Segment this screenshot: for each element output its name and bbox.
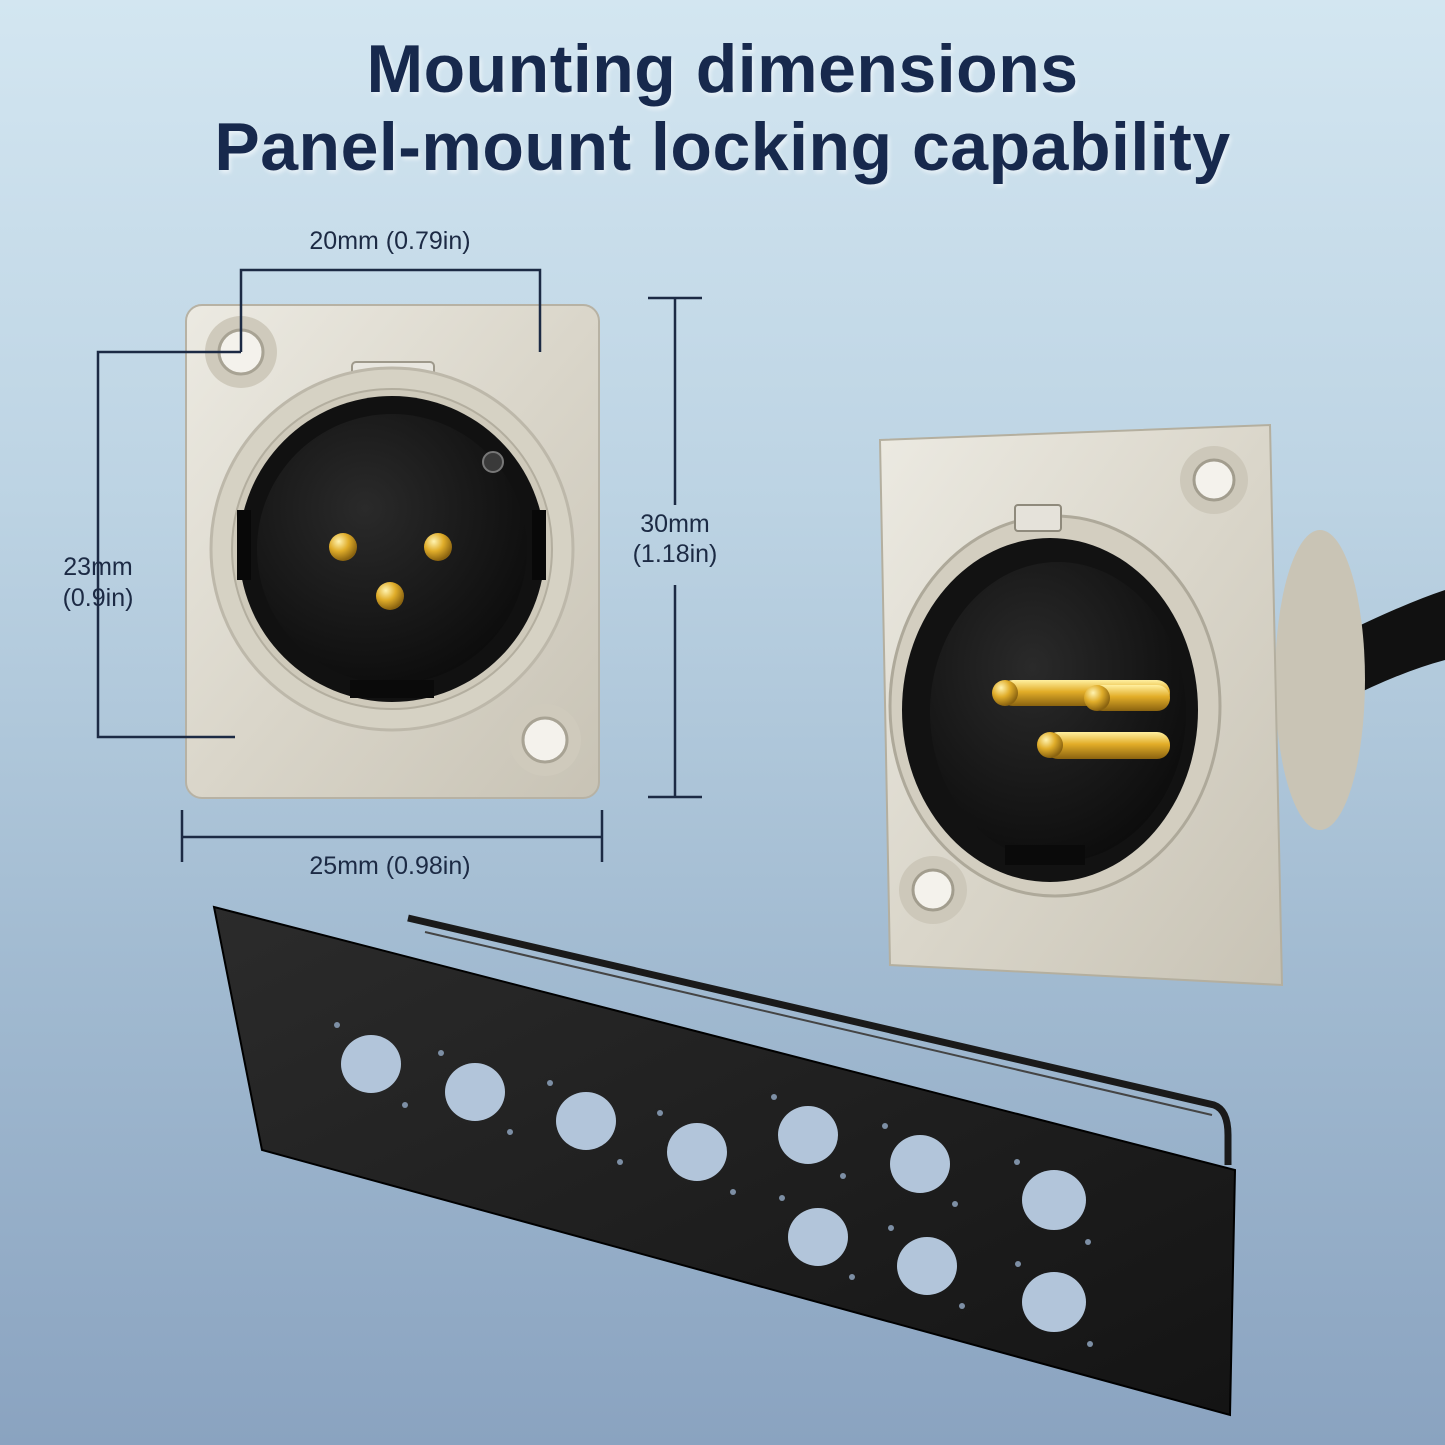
xlr-angled-view-image bbox=[878, 423, 1445, 987]
heading-line-1: Mounting dimensions bbox=[366, 31, 1079, 107]
dimension-hole-spacing-vertical-in: (0.9in) bbox=[62, 584, 134, 612]
dimension-hole-spacing-vertical-mm: 23mm bbox=[63, 553, 133, 581]
dimension-hole-spacing-horizontal: 20mm (0.79in) bbox=[309, 227, 471, 255]
xlr-front-view-image bbox=[185, 304, 600, 799]
dimension-height-in: (1.18in) bbox=[632, 540, 718, 568]
rack-panel-image bbox=[212, 905, 1237, 1417]
dimension-width: 25mm (0.98in) bbox=[309, 852, 471, 880]
dimension-height-mm: 30mm bbox=[640, 510, 710, 538]
dimension-lines bbox=[96, 268, 702, 862]
heading-line-2: Panel-mount locking capability bbox=[214, 109, 1231, 185]
